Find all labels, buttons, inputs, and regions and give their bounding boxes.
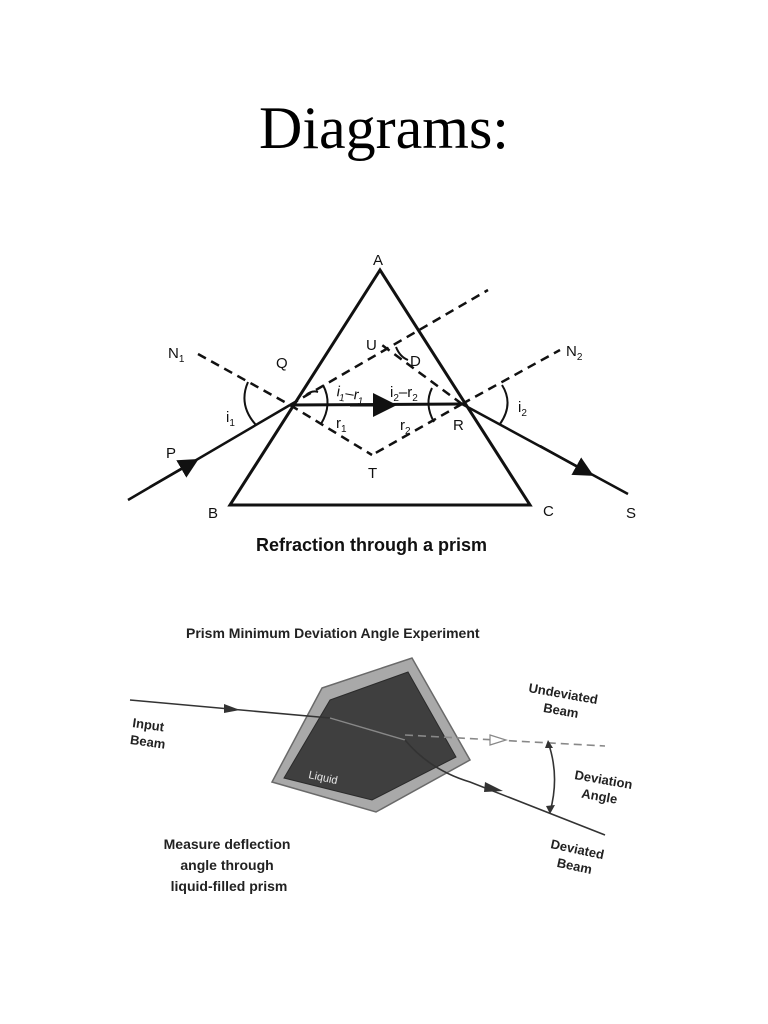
- label-q: Q: [276, 355, 288, 372]
- emergent-extension: [381, 343, 463, 406]
- angle-arc-inner-left: [305, 390, 319, 396]
- deviated-beam: [404, 739, 606, 836]
- page-title: Diagrams:: [259, 95, 509, 161]
- beam-inside-prism: [329, 717, 406, 741]
- label-t: T: [368, 465, 377, 482]
- diagram2-title: Prism Minimum Deviation Angle Experiment: [186, 625, 480, 641]
- label-d: D: [410, 353, 421, 370]
- prism-triangle: [227, 267, 533, 507]
- diagram1-caption: Refraction through a prism: [256, 535, 487, 555]
- label-b: B: [208, 505, 218, 522]
- deviation-angle-arc: [547, 741, 556, 813]
- emergent-ray-arrow: [539, 444, 594, 476]
- label-i2: i2: [518, 399, 527, 419]
- min-deviation-diagram: Prism Minimum Deviation Angle Experiment…: [129, 625, 638, 894]
- deviation-arc-arrow-top: [545, 740, 553, 748]
- deviated-beam-label: Deviated Beam: [546, 836, 609, 879]
- label-r1: r1: [336, 415, 347, 435]
- incident-extension: [289, 288, 489, 407]
- angle-arc-d: [395, 346, 409, 361]
- undeviated-beam-arrow: [489, 734, 509, 746]
- undeviated-beam: [404, 734, 606, 747]
- label-a: A: [373, 252, 383, 269]
- deviation-arc-arrow-bottom: [546, 805, 555, 814]
- input-beam-label: Input Beam: [129, 715, 169, 752]
- label-r2: r2: [400, 417, 411, 437]
- label-c: C: [543, 503, 554, 520]
- label-n2: N2: [566, 343, 583, 363]
- angle-arc-r1: [320, 384, 329, 425]
- incident-ray-arrow: [149, 459, 199, 489]
- angle-arc-i2: [499, 384, 509, 425]
- deviated-beam-arrow: [484, 782, 503, 792]
- prism-refraction-diagram: A B C P Q R S T U D N1 N2 i1 r1 r2 i2 i1…: [127, 252, 636, 555]
- label-r: R: [453, 417, 464, 434]
- normal-n2: [461, 348, 561, 406]
- label-p: P: [166, 445, 176, 462]
- angle-arc-r2: [427, 387, 435, 423]
- prism-liquid: [283, 671, 457, 801]
- diagram2-note: Measure deflection angle through liquid-…: [164, 836, 295, 894]
- label-u: U: [366, 337, 377, 354]
- normal-q-t: [289, 403, 373, 457]
- angle-arc-i1: [243, 381, 257, 426]
- input-beam-arrow: [224, 704, 240, 713]
- label-i1: i1: [226, 409, 235, 429]
- label-n1: N1: [168, 345, 185, 365]
- label-i1-minus-r1: i1–r1: [335, 383, 366, 408]
- label-s: S: [626, 505, 636, 522]
- label-i2-minus-r2: i2–r2: [390, 384, 418, 404]
- liquid-label: Liquid: [307, 769, 338, 787]
- normal-r-t: [371, 402, 463, 457]
- normal-n1: [197, 352, 291, 407]
- undeviated-beam-label: Undeviated Beam: [525, 680, 603, 724]
- deviation-angle-label: Deviation Angle: [571, 767, 638, 809]
